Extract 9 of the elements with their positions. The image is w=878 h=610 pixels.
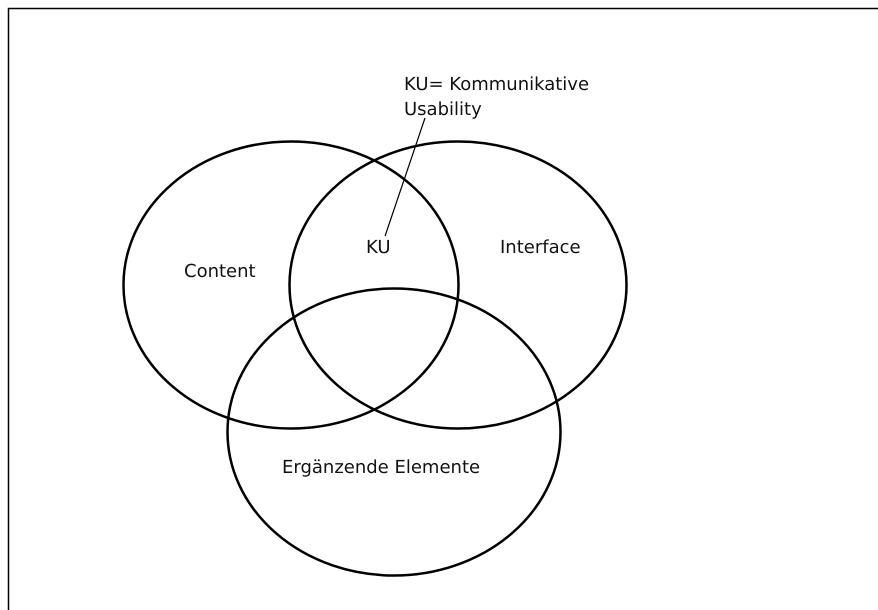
venn-circle (226, 287, 562, 577)
circle-label: Content (184, 260, 256, 284)
venn-circle (288, 140, 628, 430)
overlap-label: KU (366, 236, 396, 260)
venn-circle (122, 140, 460, 430)
circle-label: Interface (500, 236, 581, 260)
annotation-text: KU= Kommunikative Usability (404, 72, 604, 122)
circle-label: Ergänzende Elemente (282, 456, 480, 480)
leader-line (384, 118, 426, 236)
